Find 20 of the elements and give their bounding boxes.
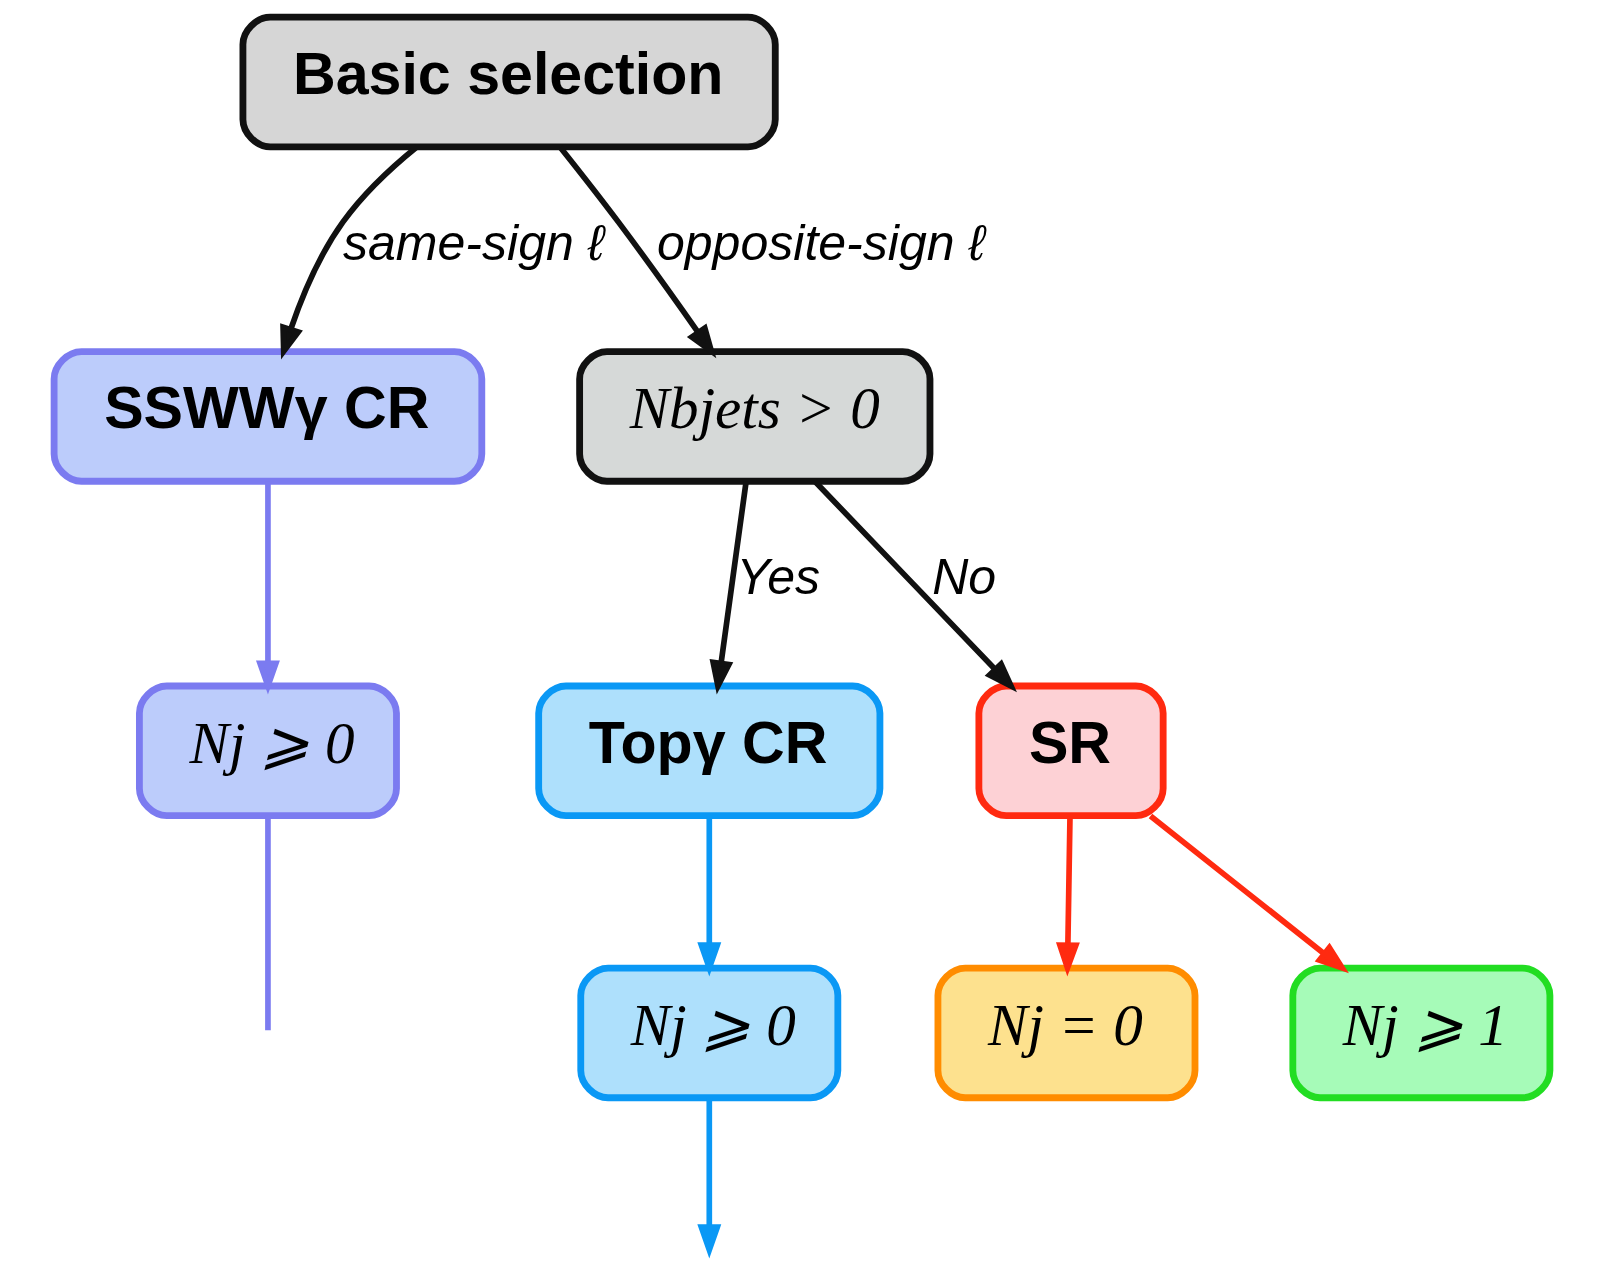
node-box: SR xyxy=(975,682,1167,820)
arrow xyxy=(697,816,722,977)
arrow xyxy=(709,481,749,695)
node-box: Nj ⩾ 1 xyxy=(1289,964,1554,1102)
arrow xyxy=(1148,813,1349,974)
arrow xyxy=(1055,816,1080,977)
edge-label: No xyxy=(932,549,997,606)
connector xyxy=(265,816,271,1031)
node-box: Nj = 0 xyxy=(934,964,1199,1102)
arrow xyxy=(256,481,280,695)
edge-label: same-sign ℓ xyxy=(343,214,604,271)
arrow xyxy=(697,1098,722,1259)
node-box: Topγ CR xyxy=(535,682,884,820)
edge-label: opposite-sign ℓ xyxy=(656,214,985,271)
edge-label: Yes xyxy=(736,549,821,606)
node-box: SSWWγ CR xyxy=(50,348,486,485)
node-box: Nj ⩾ 0 xyxy=(577,964,842,1102)
node-box: Basic selection xyxy=(239,13,779,151)
node-box: Nj ⩾ 0 xyxy=(136,682,400,820)
node-box: Nbjets > 0 xyxy=(576,348,934,485)
